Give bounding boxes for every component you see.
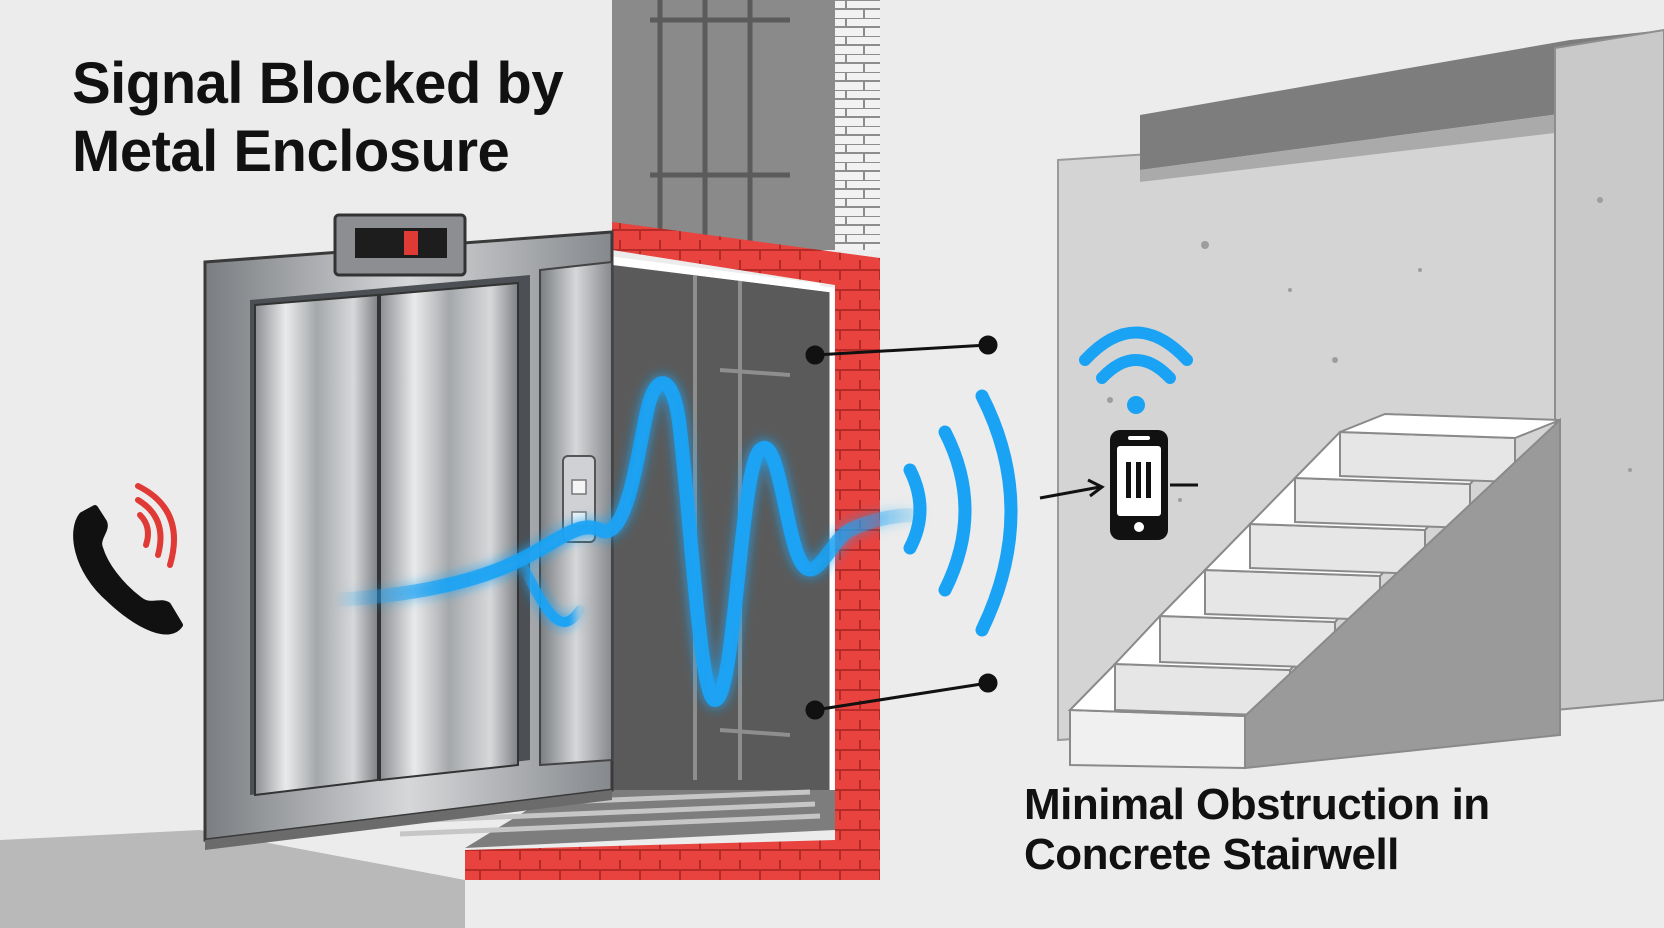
signal-wave-icon <box>328 376 922 708</box>
floor-slab <box>0 830 465 928</box>
elevator-cab <box>203 213 614 850</box>
caption-line: Minimal Obstruction in <box>1024 780 1490 829</box>
caption-signal-blocked: Signal Blocked by Metal Enclosure <box>72 50 564 186</box>
caption-line: Concrete Stairwell <box>1024 830 1399 879</box>
concrete-stairwell <box>1057 28 1664 770</box>
caption-minimal-obstruction: Minimal Obstruction in Concrete Stairwel… <box>1024 780 1490 880</box>
phone-ringing-icon <box>73 483 183 635</box>
elevator-door-right <box>379 281 519 782</box>
callout-lines <box>805 335 998 720</box>
caption-line: Metal Enclosure <box>72 119 510 184</box>
smartphone-icon <box>1110 430 1168 540</box>
caption-line: Signal Blocked by <box>72 51 564 116</box>
elevator-door-left <box>254 293 379 797</box>
arrow-to-phone <box>1039 478 1198 500</box>
wifi-icon <box>1079 326 1193 414</box>
signal-arcs <box>903 389 1018 637</box>
